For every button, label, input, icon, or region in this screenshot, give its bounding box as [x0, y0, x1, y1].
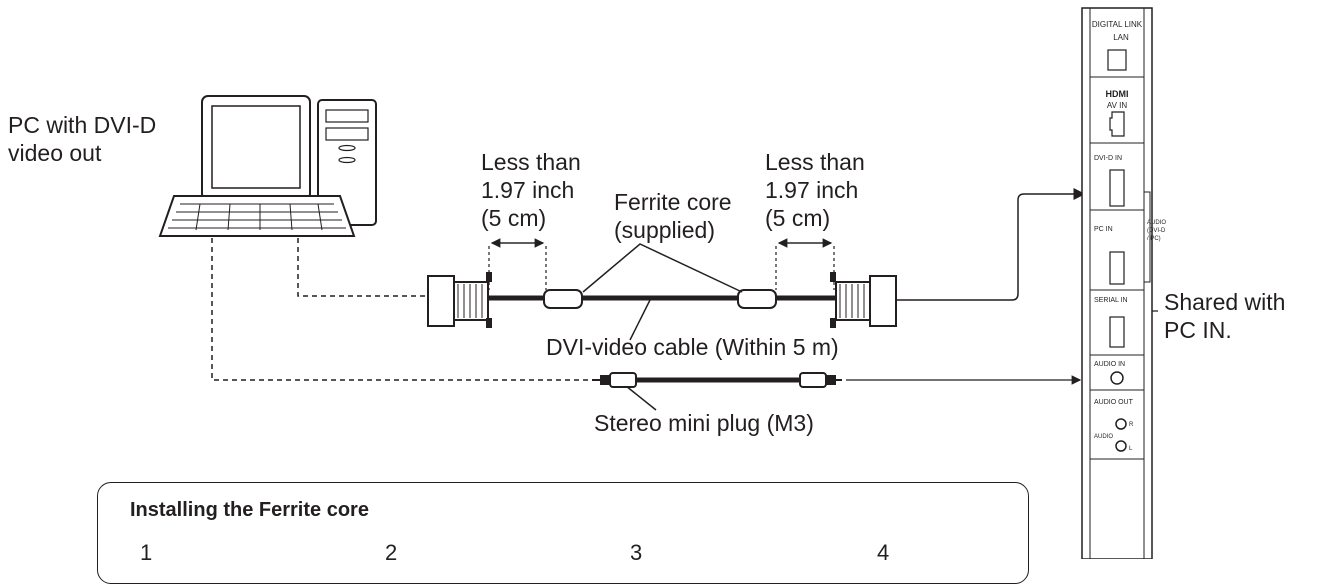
stereo-mini-plug-cable [592, 372, 842, 388]
panel-serial-in: SERIAL IN [1094, 297, 1128, 304]
panel-hdmi: HDMI [1106, 89, 1129, 99]
dvi-cable-label: DVI-video cable (Within 5 m) [546, 334, 839, 360]
audio-out-l-jack-icon [1115, 440, 1127, 452]
install-step-4: 4 [877, 540, 890, 565]
pc-monitor-icon [201, 95, 311, 211]
ferrite-core-label: Ferrite core (supplied) [614, 189, 732, 243]
installing-box [97, 482, 1029, 584]
dvi-to-panel-line [896, 188, 1086, 301]
ferrite-leader-lines [582, 243, 743, 293]
dvi-port-icon [1109, 169, 1125, 207]
panel-pc-in: PC IN [1094, 226, 1113, 233]
pc-audio-dashed-line [211, 238, 592, 381]
pc-label: PC with DVI-D video out [8, 112, 157, 166]
connection-diagram: DIGITAL LINK LAN HDMI AV IN DVI-D IN PC … [158, 7, 1166, 559]
panel-audio-in: AUDIO IN [1094, 361, 1125, 368]
hdmi-port-icon [1109, 111, 1125, 137]
install-step-3: 3 [630, 540, 643, 565]
length-label-left: Less than 1.97 inch (5 cm) [481, 149, 581, 231]
dvi-cable [427, 272, 897, 328]
pc-port-icon [1109, 251, 1125, 285]
panel-l: L [1129, 446, 1133, 452]
terminal-panel: DIGITAL LINK LAN HDMI AV IN DVI-D IN PC … [1081, 7, 1166, 559]
panel-audio-group: AUDIO(DVI-D/ PC) [1147, 220, 1166, 242]
shared-label: Shared with PC IN. [1164, 289, 1286, 343]
panel-r: R [1129, 422, 1134, 428]
stereo-plug-leader-line [625, 385, 657, 411]
pc-tower-icon [317, 99, 377, 226]
panel-lan: LAN [1113, 33, 1129, 42]
panel-av-in: AV IN [1107, 101, 1128, 110]
panel-audio: AUDIO [1094, 434, 1113, 440]
keyboard-icon [158, 195, 356, 237]
pc-video-dashed-line [297, 238, 428, 297]
audio-out-r-jack-icon [1115, 418, 1127, 430]
length-dimension-right [775, 238, 835, 290]
audio-in-jack-icon [1110, 371, 1124, 385]
dvi-cable-leader-line [629, 299, 651, 341]
panel-dvi-d-in: DVI-D IN [1094, 155, 1122, 162]
panel-digital-link: DIGITAL LINK [1092, 20, 1143, 29]
installing-title: Installing the Ferrite core [130, 499, 369, 521]
panel-audio-out: AUDIO OUT [1094, 399, 1134, 406]
length-label-right: Less than 1.97 inch (5 cm) [765, 149, 865, 231]
length-dimension-left [488, 238, 547, 290]
stereo-plug-label: Stereo mini plug (M3) [594, 410, 814, 436]
install-step-1: 1 [140, 540, 153, 565]
serial-port-icon [1109, 316, 1125, 348]
lan-port-icon [1107, 49, 1127, 71]
install-step-2: 2 [385, 540, 398, 565]
